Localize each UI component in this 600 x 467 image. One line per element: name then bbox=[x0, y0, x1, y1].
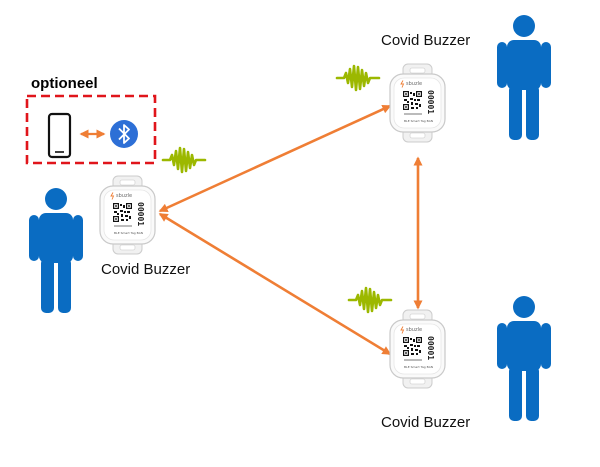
device-label-bottom-right: Covid Buzzer bbox=[381, 414, 470, 431]
optional-dashed-box bbox=[25, 94, 157, 165]
vibration-wave-icon bbox=[347, 286, 393, 314]
arrow-left-to-bottom-right bbox=[158, 212, 392, 356]
svg-text:sbuzle: sbuzle bbox=[406, 327, 422, 333]
svg-text:BLE Smart Tag BAN: BLE Smart Tag BAN bbox=[404, 365, 433, 369]
person-icon bbox=[497, 296, 551, 421]
vibration-wave-icon bbox=[335, 64, 381, 92]
device-label-left: Covid Buzzer bbox=[101, 261, 190, 278]
covid-buzzer-device-bottom-right: sbuzle 00001 BLE Smart Tag BAN bbox=[390, 310, 445, 388]
svg-text:sbuzle: sbuzle bbox=[406, 81, 422, 87]
vibration-wave-icon bbox=[161, 146, 207, 174]
device-label-top-right: Covid Buzzer bbox=[381, 32, 470, 49]
bluetooth-icon bbox=[110, 120, 138, 148]
arrow-left-to-top-right bbox=[158, 104, 392, 213]
svg-text:BLE Smart Tag BAN: BLE Smart Tag BAN bbox=[404, 119, 433, 123]
smartphone-icon bbox=[47, 112, 72, 159]
svg-text:00001: 00001 bbox=[426, 336, 435, 360]
svg-text:00001: 00001 bbox=[426, 90, 435, 114]
covid-buzzer-device-top-right: sbuzle 00001 BLE Smart Tag BAN bbox=[390, 64, 445, 142]
optional-label: optioneel bbox=[31, 75, 98, 92]
covid-buzzer-device-left: sbuzle 00001 BLE Smart Tag BAN bbox=[100, 176, 155, 254]
person-icon bbox=[29, 188, 83, 313]
person-icon bbox=[497, 15, 551, 140]
svg-text:00001: 00001 bbox=[136, 202, 145, 226]
svg-text:sbuzle: sbuzle bbox=[116, 193, 132, 199]
svg-text:BLE Smart Tag BAN: BLE Smart Tag BAN bbox=[114, 231, 143, 235]
